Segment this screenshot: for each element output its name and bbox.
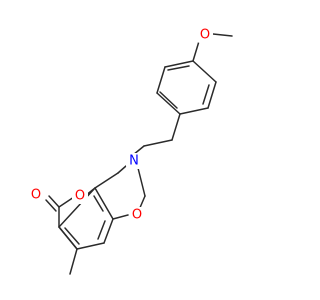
bond-benzene-6 <box>164 60 194 68</box>
bond-benzene-inner-3 <box>167 65 190 71</box>
carbonyl-oxygen-background <box>28 187 44 203</box>
bond-benzene-1 <box>192 60 217 83</box>
oxazine-oxygen-label: O <box>132 208 142 223</box>
oxazine-oxygen-background <box>129 207 145 223</box>
ring-nitrogen-label: N <box>129 154 139 169</box>
bond-benzene-4 <box>156 92 181 115</box>
bond-benzene-5 <box>156 66 166 94</box>
bond-c-methyl <box>69 248 78 275</box>
bond-aromatic-1 <box>94 172 119 189</box>
bond-benzene-2 <box>207 81 217 109</box>
bond-aromatic-inner-3 <box>93 195 104 212</box>
atom-label-layer: O N O O O <box>28 27 213 223</box>
bond-aromatic-inner-2 <box>64 227 80 245</box>
bond-o-carbonyl-c <box>58 196 75 208</box>
bond-n-ch2-right <box>137 167 146 197</box>
bond-benzene-inner-1 <box>202 84 210 105</box>
pyranone-oxygen-label: O <box>75 189 85 204</box>
bond-aromatic-6 <box>58 187 96 228</box>
bond-benzene-3 <box>179 107 209 115</box>
structure-canvas: O N O O O <box>28 27 233 275</box>
bond-carbonyl-double-1 <box>48 195 60 208</box>
methoxy-oxygen-label: O <box>200 28 210 43</box>
bond-o-aromatic <box>112 214 129 220</box>
bond-carbonyl-double-2 <box>45 199 57 212</box>
bond-aromatic-4 <box>76 242 105 250</box>
pyranone-oxygen-background <box>72 188 88 204</box>
bond-aryl-ch2 <box>171 113 181 141</box>
bond-ch-c <box>58 226 78 250</box>
bond-aromatic-2 <box>94 187 114 220</box>
ring-nitrogen-background <box>126 153 142 169</box>
bond-benzene-inner-2 <box>159 91 178 109</box>
bond-n-ch2-upper <box>117 165 127 174</box>
bond-methyl-o <box>212 33 233 37</box>
bond-ch2-ch2 <box>143 139 173 147</box>
bond-aromatic-inner-1 <box>97 220 106 240</box>
carbonyl-oxygen-label: O <box>31 188 41 203</box>
bond-aromatic-3 <box>103 218 114 244</box>
methoxy-oxygen-background <box>197 27 213 43</box>
